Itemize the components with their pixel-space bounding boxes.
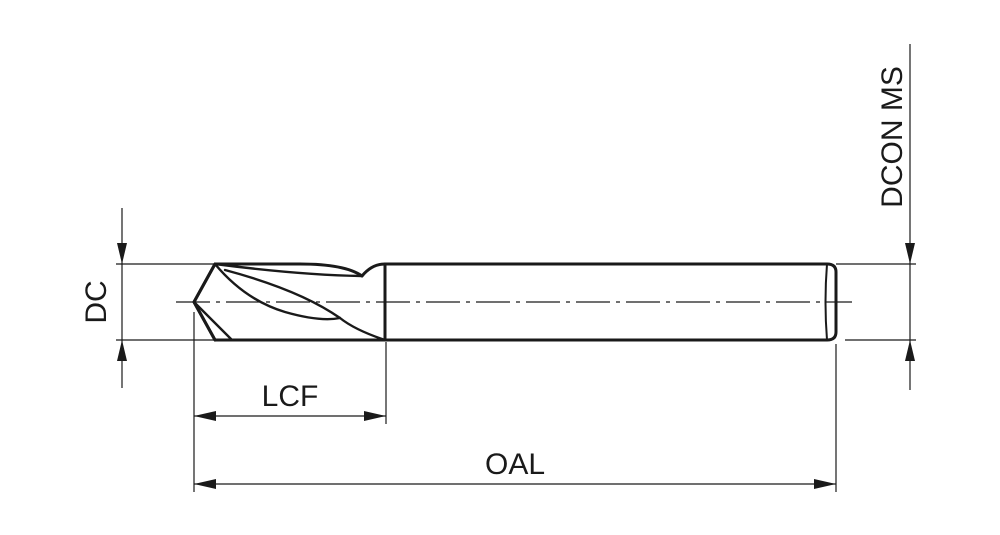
dcon-ms-label: DCON MS	[876, 66, 909, 208]
shank-chamfer	[824, 263, 828, 341]
dcon-ms-dimension: DCON MS	[876, 44, 915, 390]
lcf-dimension: LCF	[194, 380, 386, 421]
lcf-arrow-right	[364, 411, 386, 421]
dc-label: DC	[80, 280, 113, 323]
dcon-arrow-top	[905, 243, 915, 264]
drill-shank	[383, 262, 838, 342]
extension-lines	[116, 263, 916, 492]
oal-arrow-left	[194, 479, 216, 489]
oal-label: OAL	[485, 448, 545, 481]
dc-arrow-bottom	[117, 340, 127, 361]
flute-helix-1	[213, 262, 364, 278]
lcf-label: LCF	[262, 380, 319, 413]
dcon-arrow-bottom	[905, 340, 915, 361]
flute-helix-3	[213, 262, 342, 321]
dc-arrow-top	[117, 243, 127, 264]
oal-dimension: OAL	[194, 448, 836, 489]
flute-helix-2	[223, 268, 387, 342]
oal-arrow-right	[814, 479, 836, 489]
lcf-arrow-left	[194, 411, 216, 421]
dc-dimension: DC	[80, 208, 127, 388]
drill-tool	[192, 262, 838, 342]
